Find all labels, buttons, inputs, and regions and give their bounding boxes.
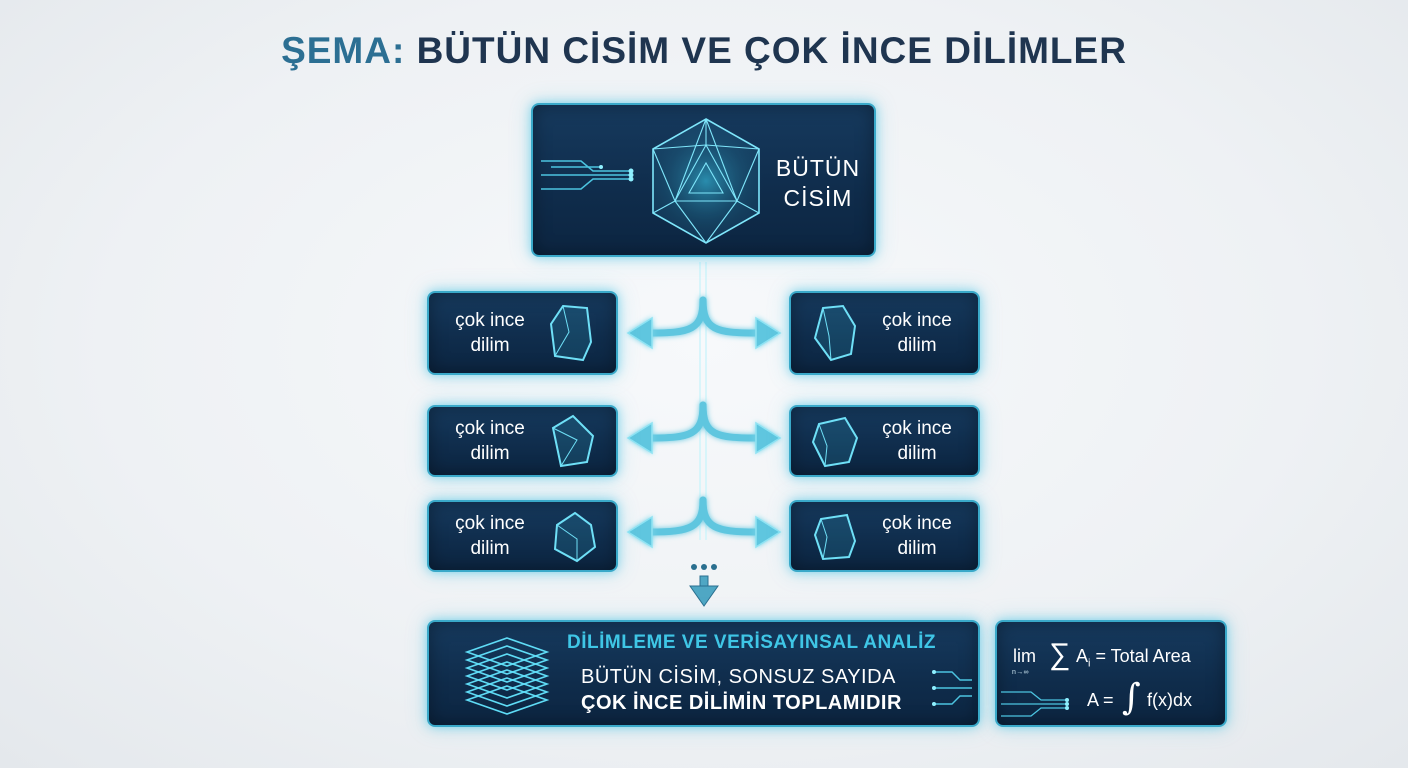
page-title: ŞEMA: BÜTÜN CİSİM VE ÇOK İNCE DİLİMLER xyxy=(0,30,1408,72)
whole-body-label: BÜTÜN CİSİM xyxy=(773,153,863,213)
stacked-layers-icon xyxy=(464,637,550,715)
slice-polygon-icon xyxy=(551,414,595,468)
sum-rhs: = Total Area xyxy=(1090,646,1191,666)
slice-line2: dilim xyxy=(470,443,510,464)
slice-line2: dilim xyxy=(897,538,937,559)
slice-line2: dilim xyxy=(897,443,937,464)
title-keyword: ŞEMA: xyxy=(281,30,406,71)
formula-lim: lim xyxy=(1013,646,1036,666)
arrow-heads xyxy=(626,316,782,549)
slice-line1: çok ince xyxy=(455,513,525,534)
icosahedron-icon xyxy=(646,118,766,244)
formula-lim-subscript: n→∞ xyxy=(1012,669,1029,676)
slice-line2: dilim xyxy=(470,335,510,356)
sigma-symbol: ∑ xyxy=(1049,638,1071,671)
slice-label: çok ince dilim xyxy=(862,407,972,475)
slice-label: çok ince dilim xyxy=(435,502,545,570)
slice-line1: çok ince xyxy=(882,513,952,534)
slice-box-right-2: çok ince dilim xyxy=(789,405,980,477)
sum-term: A xyxy=(1076,646,1089,666)
slice-box-left-3: çok ince dilim xyxy=(427,500,618,572)
analysis-line2: ÇOK İNCE DİLİMİN TOPLAMIDIR xyxy=(581,692,902,714)
slice-line1: çok ince xyxy=(455,418,525,439)
slice-line2: dilim xyxy=(470,538,510,559)
slice-label: çok ince dilim xyxy=(862,502,972,570)
slice-polygon-icon xyxy=(813,513,857,561)
whole-body-line1: BÜTÜN xyxy=(775,155,861,181)
whole-body-line2: CİSİM xyxy=(783,185,853,211)
analysis-heading: DİLİMLEME VE VERİSAYINSAL ANALİZ xyxy=(567,632,936,653)
formula-area-lhs: A = xyxy=(1087,690,1114,710)
slice-line1: çok ince xyxy=(882,310,952,331)
integral-symbol: ∫ xyxy=(1122,677,1141,718)
slice-polygon-icon xyxy=(811,416,859,468)
slice-polygon-icon xyxy=(549,304,593,362)
branch-arrows xyxy=(646,296,760,536)
down-arrow-icon xyxy=(689,575,719,607)
formula-sum-term: Ai = Total Area xyxy=(1076,646,1191,670)
slice-polygon-icon xyxy=(553,511,597,563)
circuit-lines-icon xyxy=(1001,691,1069,717)
circuit-lines-icon xyxy=(541,160,634,190)
slice-label: çok ince dilim xyxy=(435,293,545,373)
slice-label: çok ince dilim xyxy=(435,407,545,475)
formula-integrand: f(x)dx xyxy=(1147,690,1192,710)
circuit-lines-icon xyxy=(932,670,972,706)
whole-body-box: BÜTÜN CİSİM xyxy=(531,103,876,257)
slice-box-left-2: çok ince dilim xyxy=(427,405,618,477)
slice-box-left-1: çok ince dilim xyxy=(427,291,618,375)
slice-box-right-1: çok ince dilim xyxy=(789,291,980,375)
slice-label: çok ince dilim xyxy=(862,293,972,373)
slice-line1: çok ince xyxy=(882,418,952,439)
continuation-dots xyxy=(691,564,717,570)
analysis-line1: BÜTÜN CİSİM, SONSUZ SAYIDA xyxy=(581,666,896,688)
slice-line2: dilim xyxy=(897,335,937,356)
slice-polygon-icon xyxy=(813,304,857,362)
slice-line1: çok ince xyxy=(455,310,525,331)
sum-index: i xyxy=(1088,657,1091,670)
analysis-box: DİLİMLEME VE VERİSAYINSAL ANALİZ BÜTÜN C… xyxy=(427,620,980,727)
slice-box-right-3: çok ince dilim xyxy=(789,500,980,572)
title-text: BÜTÜN CİSİM VE ÇOK İNCE DİLİMLER xyxy=(416,30,1127,71)
formula-box: lim n→∞ ∑ Ai = Total Area A = ∫ f(x)dx xyxy=(995,620,1227,727)
